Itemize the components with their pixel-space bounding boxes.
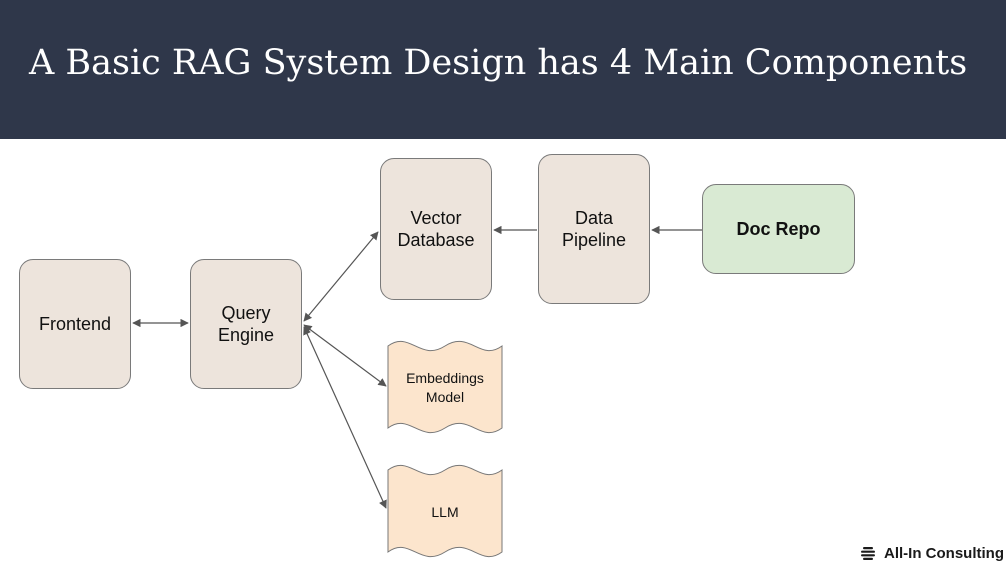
data-pipeline-node: Data Pipeline xyxy=(538,154,650,304)
vector-database-node: Vector Database xyxy=(380,158,492,300)
frontend-node: Frontend xyxy=(19,259,131,389)
query-engine-label: Query Engine xyxy=(217,303,275,345)
query-engine-node: Query Engine xyxy=(190,259,302,389)
doc-repo-node: Doc Repo xyxy=(702,184,855,274)
page-title: A Basic RAG System Design has 4 Main Com… xyxy=(29,43,968,83)
stacked-lines-logo-icon xyxy=(861,546,876,560)
brand-name: All-In Consulting xyxy=(884,545,1004,562)
embeddings-model-node: Embeddings Model xyxy=(388,352,502,424)
doc-repo-label: Doc Repo xyxy=(736,218,821,239)
title-banner: A Basic RAG System Design has 4 Main Com… xyxy=(0,0,1006,139)
embeddings-model-shape xyxy=(387,340,503,434)
llm-label: LLM xyxy=(431,503,459,520)
llm-node: LLM xyxy=(388,476,502,548)
arrow-query-engine-llm xyxy=(303,326,387,509)
vector-database-label: Vector Database xyxy=(397,208,475,250)
embeddings-model-label: Embeddings Model xyxy=(406,370,484,405)
arrow-query-engine-vector-database xyxy=(303,231,379,322)
frontend-label: Frontend xyxy=(38,314,112,334)
brand-footer: All-In Consulting xyxy=(860,545,1004,562)
data-pipeline-label: Data Pipeline xyxy=(561,208,627,250)
llm-shape xyxy=(387,464,503,558)
